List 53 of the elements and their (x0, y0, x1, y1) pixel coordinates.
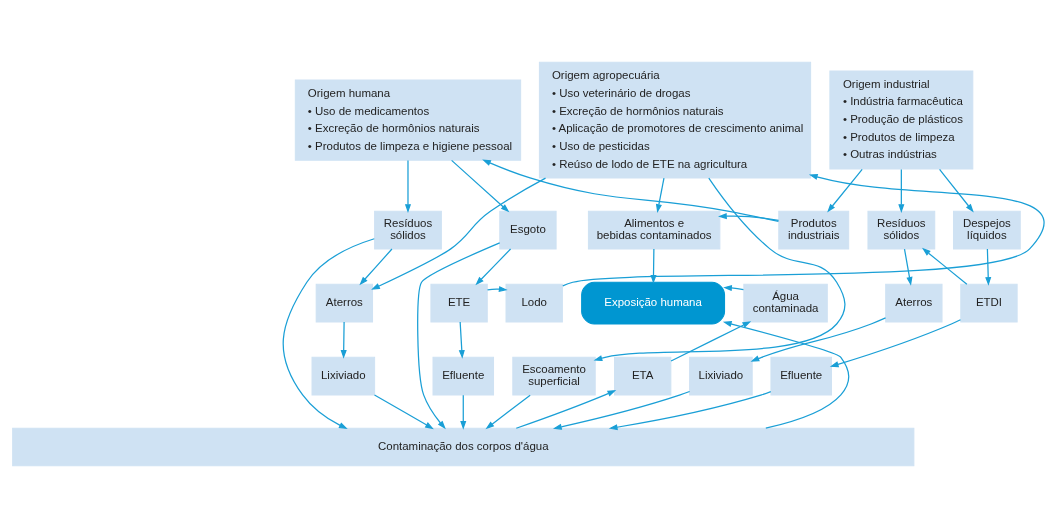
arrow (451, 159, 510, 213)
arrow (475, 248, 512, 286)
arrow (718, 213, 780, 222)
node-box: Resíduos sólidos (374, 210, 442, 250)
node-box: Resíduos sólidos (867, 210, 936, 250)
arrow (482, 159, 780, 222)
node-box: Alimentos e bebidas contaminados (587, 210, 721, 250)
node-box: Lixiviado (689, 356, 753, 396)
arrow (460, 394, 467, 430)
node-box: Origem industrial • Indústria farmacêutica • Produção de plásticos • Produtos de limpeza • Outras indústrias (829, 70, 974, 170)
node-box: Despejos líquidos (953, 210, 1021, 250)
arrow (515, 390, 617, 429)
arrow (829, 319, 962, 368)
node-box: Lodo (505, 283, 563, 323)
arrow (282, 238, 375, 430)
node-box: Produtos industriais (778, 210, 850, 250)
arrow (723, 284, 745, 292)
node-box: Aterros (885, 283, 943, 323)
arrow (898, 168, 905, 213)
node-box: Aterros (315, 283, 374, 323)
arrow (985, 248, 992, 286)
arrow (593, 177, 846, 362)
arrow (750, 317, 887, 362)
arrow (608, 391, 772, 431)
node-box: Contaminação dos corpos d'água (12, 427, 915, 467)
node-box: Exposição humana (581, 281, 726, 325)
arrow (938, 168, 974, 213)
arrow (373, 394, 434, 430)
node-box: Lixiviado (311, 356, 376, 396)
arrow (458, 321, 465, 359)
arrow (359, 248, 393, 286)
arrow (722, 321, 850, 429)
node-box: Efluente (770, 356, 832, 396)
node-box: Escoamento superficial (512, 356, 596, 396)
arrow (903, 248, 913, 286)
arrow (486, 286, 508, 293)
node-box: Origem agropecuária • Uso veterinário de drogas • Excreção de hormônios naturais • Aplicação de promotores de crescimento animal • Uso de pesticidas • Reúso de lodo de ETE na agricultura (538, 61, 812, 179)
arrow (922, 247, 968, 285)
node-box: ETA (614, 356, 672, 396)
arrow (404, 159, 412, 213)
node-box: ETE (430, 283, 488, 323)
arrow (655, 177, 665, 213)
arrow (485, 394, 531, 430)
node-box: Efluente (432, 356, 495, 396)
arrow (827, 168, 863, 213)
node-box: ETDI (960, 283, 1018, 323)
arrow (670, 321, 752, 362)
arrow (552, 390, 691, 430)
node-box: Origem humana • Uso de medicamentos • Excreção de hormônios naturais • Produtos de limpeza e higiene pessoal (294, 79, 522, 161)
arrow (417, 242, 501, 430)
node-box: Água contaminada (743, 283, 828, 323)
arrow (340, 321, 347, 359)
node-box: Esgoto (499, 210, 557, 250)
